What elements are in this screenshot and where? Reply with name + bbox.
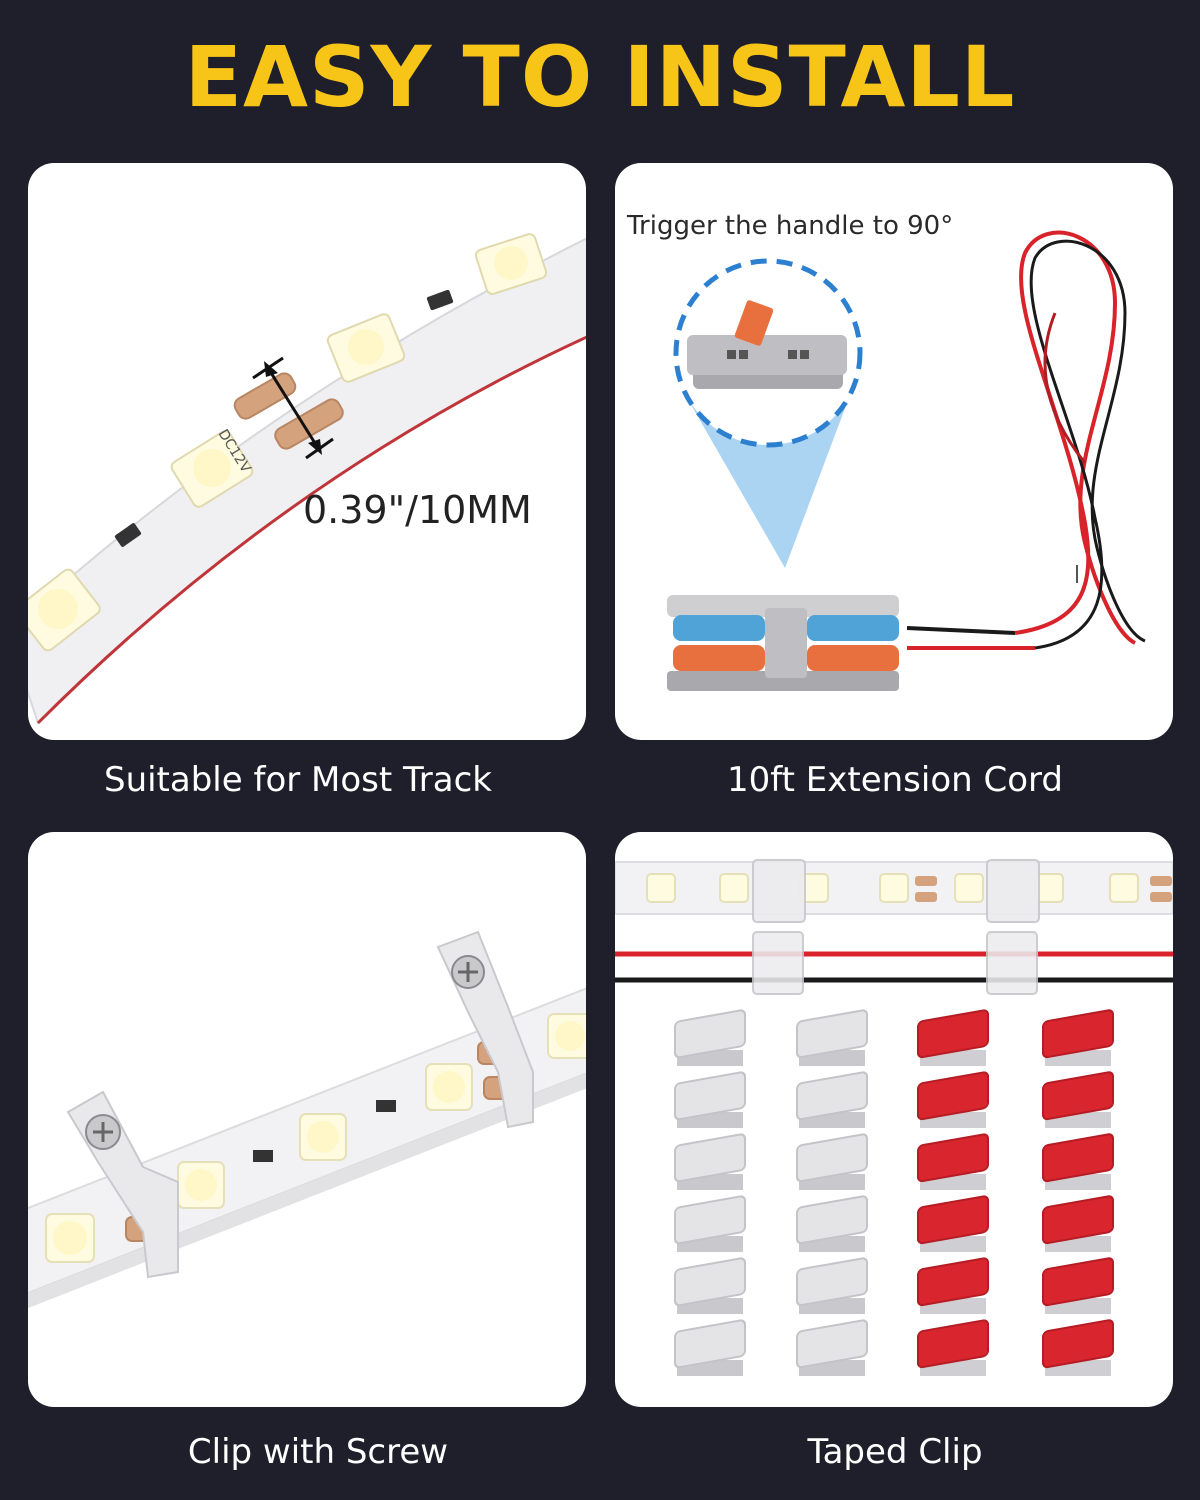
clip-item [674,1319,746,1376]
connector-and-cord-image [667,230,1146,691]
screw-clip-strip-image [28,930,586,1309]
caption-taped-clip: Taped Clip [807,1432,983,1472]
taped-clip-item [917,1009,989,1066]
taped-clip-item [1042,1257,1114,1314]
taped-clip-item [917,1071,989,1128]
clip-item [674,1009,746,1066]
panel-cord: Trigger the handle to 90° [615,163,1173,740]
clip-item [796,1071,868,1128]
caption-screw-clip: Clip with Screw [187,1432,449,1472]
clip-item [796,1257,868,1314]
clip-item [674,1071,746,1128]
taped-clip-item [917,1319,989,1376]
panel-screw-clip [28,832,586,1407]
clip-item [674,1195,746,1252]
taped-clip-item [917,1195,989,1252]
taped-clip-item [1042,1195,1114,1252]
panel-taped-clip [615,832,1173,1407]
width-measure-label: 0.39"/10MM [303,488,532,532]
taped-clip-item [1042,1071,1114,1128]
taped-clip-item [917,1133,989,1190]
clip-item [674,1133,746,1190]
clip-item [674,1257,746,1314]
caption-cord: 10ft Extension Cord [727,760,1063,800]
clip-item [796,1195,868,1252]
taped-clip-item [1042,1319,1114,1376]
clip-item [796,1133,868,1190]
taped-clip-item [1042,1133,1114,1190]
headline-title: EASY TO INSTALL [184,28,1016,126]
clip-item [796,1319,868,1376]
clip-item [796,1009,868,1066]
instruction-label: Trigger the handle to 90° [627,211,954,241]
taped-clips-image [615,859,1173,1376]
taped-clip-item [1042,1009,1114,1066]
led-strip-curved-image: DC12V [28,233,586,725]
taped-clip-item [917,1257,989,1314]
panel-track: DC12V 0.39"/10MM [28,163,586,740]
caption-track: Suitable for Most Track [103,760,492,800]
